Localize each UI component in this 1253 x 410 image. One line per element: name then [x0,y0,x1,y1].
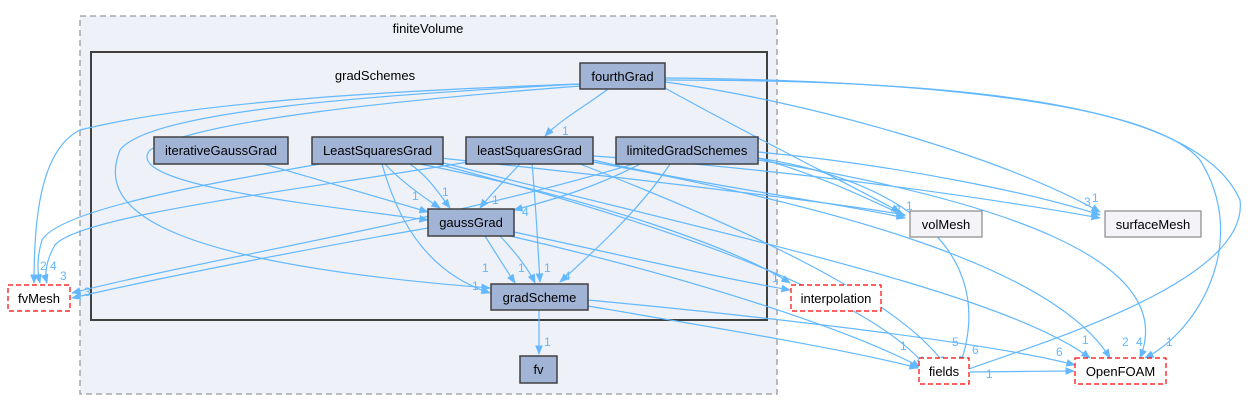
node-interpolation[interactable]: interpolation [790,284,882,312]
edge-fourthgrad-fields [664,79,1241,373]
edge-fourthgrad-surfacemesh [664,81,1101,213]
edge-gaussgrad-interpolation [513,231,791,293]
edge-label: 1 [482,261,489,275]
edge-limitedgradschemes-fields [757,157,970,366]
edge-label: 1 [1082,333,1089,347]
edges [30,77,1241,375]
edge-label: 1 [1092,191,1099,205]
edge-leastsquaresgradcap-volmesh [439,157,906,218]
edge-label: 1 [472,279,479,293]
node-label: interpolation [801,291,872,306]
edge-label: 4 [1136,335,1143,349]
edge-gaussgrad-gradscheme [484,235,516,284]
edge-limitedgradschemes-gradscheme [559,163,671,283]
node-limitedgradschemes[interactable]: limitedGradSchemes [615,136,759,165]
node-label: fv [533,362,544,377]
edge-label: 2 [1122,335,1129,349]
edge-gradscheme-fields [587,305,919,370]
node-gaussgrad[interactable]: gaussGrad [427,208,515,237]
edge-fourthgrad-fvmesh [30,83,581,284]
edge-label: 6 [972,343,979,357]
node-label: iterativeGaussGrad [165,143,277,158]
edge-fourthgrad-gradscheme [114,83,581,292]
edge-label: 1 [544,261,551,275]
edge-leastsquaresgradcap-fvmesh [34,163,321,284]
edge-limitedgradschemes-openfoam [757,159,1147,359]
edge-fourthgrad-leastsquaresgrad [544,88,609,137]
edge-leastsquaresgrad-gradscheme [531,163,544,283]
edge-label: 6 [1056,345,1063,359]
edge-label: 4 [522,205,529,219]
edge-label: 1 [1166,335,1173,349]
edge-limitedgradschemes-surfacemesh [757,151,1101,216]
edge-label: 1 [772,271,779,285]
node-label: fields [929,364,960,379]
edge-label: 1 [986,367,993,381]
edge-label: 1 [442,185,449,199]
node-gradscheme[interactable]: gradScheme [490,283,589,311]
edge-limitedgradschemes-gaussgrad [513,163,641,212]
edge-label: 4 [564,269,571,283]
edge-limitedgradschemes-volmesh [757,157,906,217]
node-label: fvMesh [18,291,60,306]
edge-fields-openfoam [969,367,1075,375]
edge-gaussgrad-fields [509,235,921,368]
edge-label: 1 [900,339,907,353]
node-fields[interactable]: fields [918,357,970,385]
edge-label: 5 [952,335,959,349]
cluster-gradschemes-label: gradSchemes [335,68,416,83]
edge-leastsquaresgradcap-gradscheme [381,163,491,294]
node-label: fourthGrad [591,69,653,84]
edge-leastsquaresgradcap-interpolation [419,163,791,284]
edge-label: 2 [40,259,47,273]
node-leastsquaresgrad-cap[interactable]: LeastSquaresGrad [311,136,444,165]
edge-leastsquaresgradcap-openfoam [439,161,1091,359]
edge-gradscheme-openfoam [587,299,1076,367]
edge-label: 3 [1084,195,1091,209]
edge-label: 1 [412,189,419,203]
edge-label: 1 [492,193,499,207]
edge-leastsquaresgrad-fields [579,163,946,366]
edge-label: 1 [906,199,913,213]
node-leastsquaresgrad[interactable]: leastSquaresGrad [465,136,594,165]
node-label: gaussGrad [439,215,503,230]
node-fvmesh[interactable]: fvMesh [7,284,71,312]
edge-labels: 1 1 1 1 4 1 1 4 1 1 1 1 5 6 2 4 1 3 2 4 … [40,124,1173,381]
edge-leastsquaresgradcap-gaussgrad [384,163,441,209]
node-label: leastSquaresGrad [477,143,582,158]
node-label: LeastSquaresGrad [323,143,432,158]
node-label: surfaceMesh [1116,217,1190,232]
node-label: gradScheme [503,290,577,305]
node-fv[interactable]: fv [519,355,558,384]
edge-leastsquaresgradcap-gaussgrad-2 [409,163,451,209]
node-label: volMesh [922,217,970,232]
edge-label: 1 [518,261,525,275]
edge-label: 4 [50,259,57,273]
node-volmesh[interactable]: volMesh [909,210,983,238]
node-iterativegaussgrad[interactable]: iterativeGaussGrad [153,136,289,165]
edge-leastsquaresgrad-volmesh [592,159,906,220]
edge-label: 1 [544,335,551,349]
edge-gaussgrad-fvmesh [71,227,429,300]
edge-label: 3 [60,269,67,283]
node-surfacemesh[interactable]: surfaceMesh [1104,210,1202,238]
edge-leastsquaresgrad-gaussgrad [479,163,521,209]
cluster-gradschemes [90,51,768,321]
edge-leastsquaresgrad-openfoam [592,161,1111,359]
edge-label: 1 [562,124,569,138]
node-label: limitedGradSchemes [627,143,748,158]
node-fourthgrad[interactable]: fourthGrad [579,62,666,90]
edge-leastsquaresgrad-fvmesh [40,161,469,284]
edge-label: 3 [894,203,901,217]
edge-limitedgradschemes-fvmesh [71,161,641,295]
edge-fourthgrad-gaussgrad [146,85,581,223]
node-openfoam[interactable]: OpenFOAM [1074,357,1167,385]
node-label: OpenFOAM [1086,364,1155,379]
cluster-finitevolume-label: finiteVolume [393,21,464,36]
edge-label: 3 [84,285,91,299]
edge-gaussgrad-gradscheme-2 [499,235,536,284]
